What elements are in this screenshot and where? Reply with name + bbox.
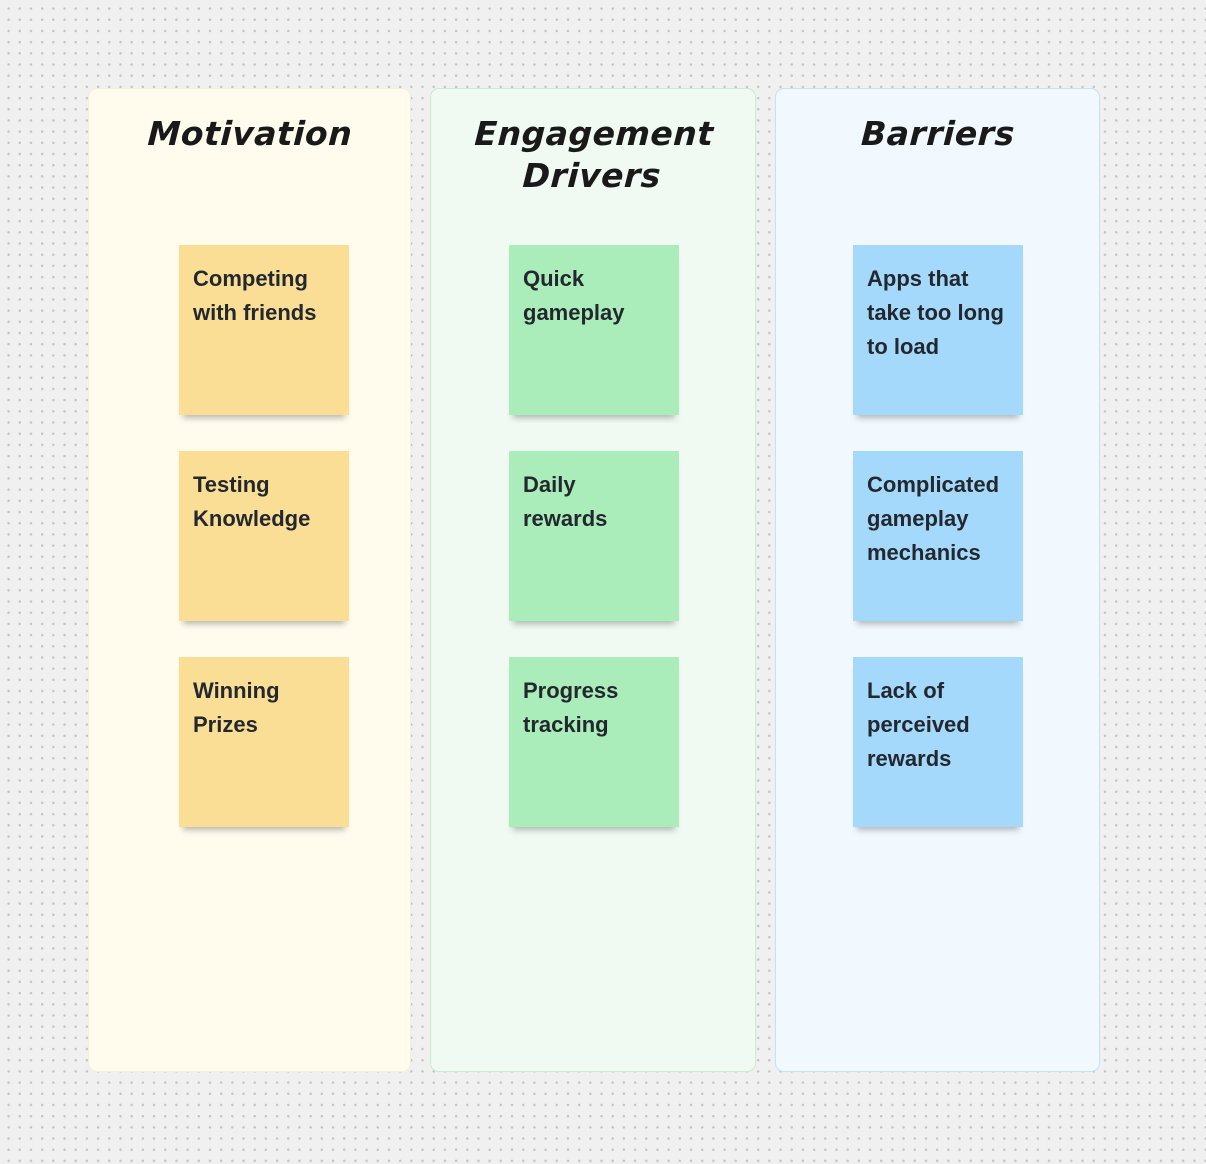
column-motivation[interactable]: Motivation Competing with friends Testin…	[88, 88, 411, 1072]
column-title-barriers: Barriers	[859, 114, 1016, 153]
sticky-note-progress-tracking[interactable]: Progress tracking	[509, 657, 679, 827]
notes-stack-engagement-drivers: Quick gameplay Daily rewards Progress tr…	[509, 245, 679, 827]
column-title-engagement-drivers: Engagement Drivers	[473, 114, 715, 195]
sticky-note-apps-too-long-to-load[interactable]: Apps that take too long to load	[853, 245, 1023, 415]
sticky-note-competing-with-friends[interactable]: Competing with friends	[179, 245, 349, 415]
sticky-note-testing-knowledge[interactable]: Testing Knowledge	[179, 451, 349, 621]
sticky-note-lack-of-perceived-rewards[interactable]: Lack of perceived rewards	[853, 657, 1023, 827]
column-barriers[interactable]: Barriers Apps that take too long to load…	[775, 88, 1100, 1072]
column-engagement-drivers[interactable]: Engagement Drivers Quick gameplay Daily …	[430, 88, 756, 1072]
notes-stack-barriers: Apps that take too long to load Complica…	[853, 245, 1023, 827]
notes-stack-motivation: Competing with friends Testing Knowledge…	[179, 245, 349, 827]
sticky-note-quick-gameplay[interactable]: Quick gameplay	[509, 245, 679, 415]
sticky-note-winning-prizes[interactable]: Winning Prizes	[179, 657, 349, 827]
column-title-motivation: Motivation	[146, 114, 353, 153]
sticky-note-complicated-gameplay-mechanics[interactable]: Complicated gameplay mechanics	[853, 451, 1023, 621]
sticky-note-daily-rewards[interactable]: Daily rewards	[509, 451, 679, 621]
